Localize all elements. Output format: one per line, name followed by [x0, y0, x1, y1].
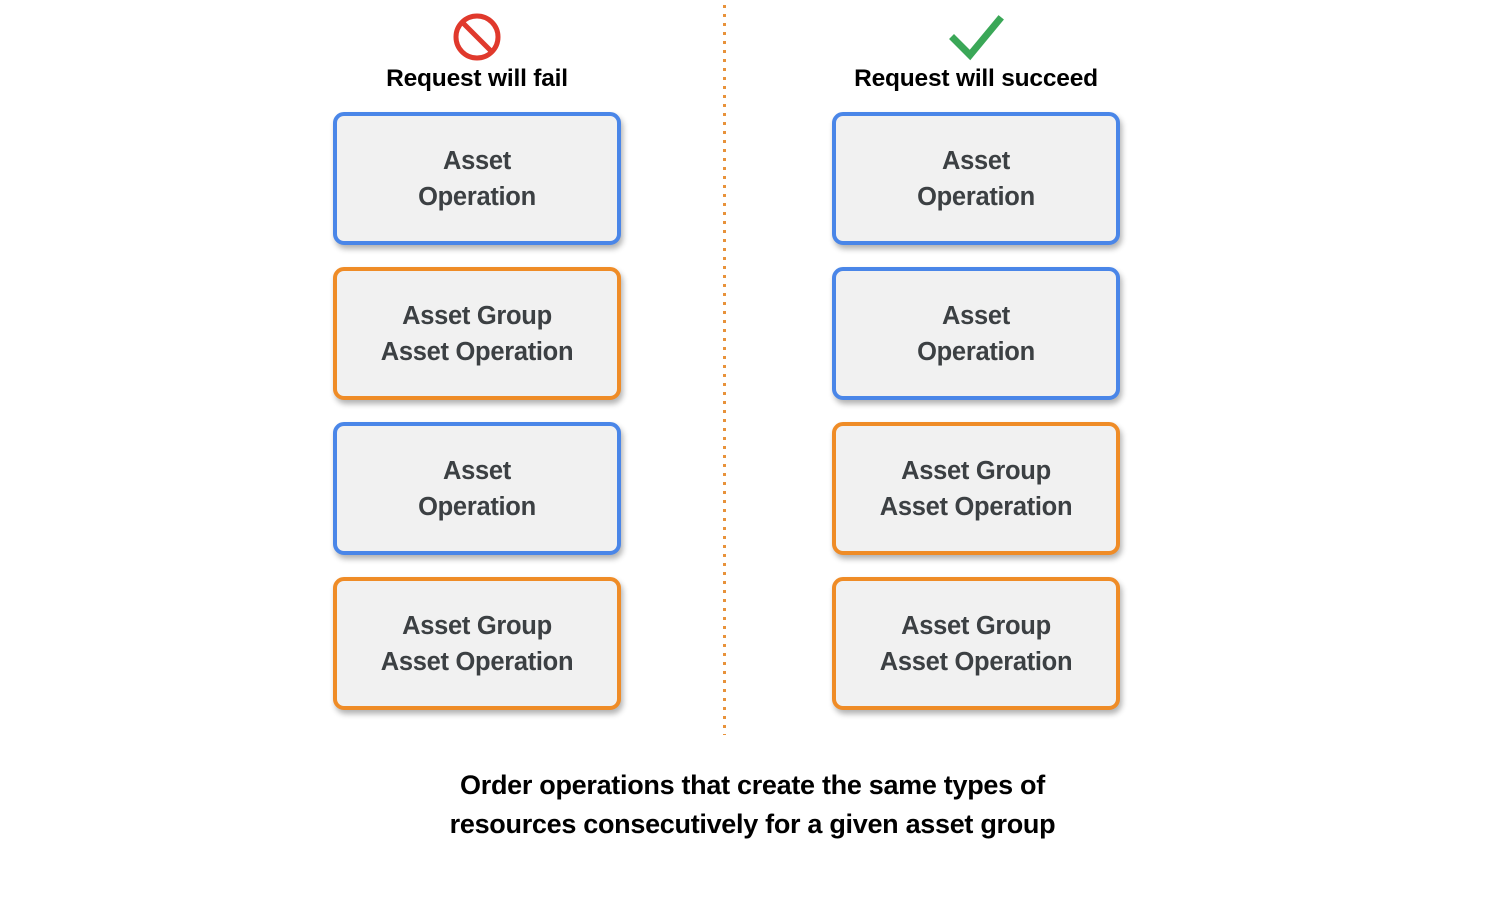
caption-line-2: resources consecutively for a given asse… — [449, 809, 1056, 839]
operation-box-asset-operation[interactable]: Asset Operation — [832, 112, 1120, 245]
operation-box-asset-group-operation[interactable]: Asset Group Asset Operation — [333, 577, 621, 710]
operation-box-line-1: Asset Group — [901, 611, 1051, 640]
operation-box-line-1: Asset — [942, 301, 1010, 330]
operation-box-asset-operation[interactable]: Asset Operation — [333, 422, 621, 555]
vertical-dotted-divider — [723, 5, 726, 735]
operation-box-line-1: Asset Group — [901, 456, 1051, 485]
column-header-label-fail: Request will fail — [386, 65, 568, 92]
operation-box-line-1: Asset Group — [402, 301, 552, 330]
operation-box-line-2: Asset Operation — [380, 337, 574, 366]
operation-box-line-1: Asset — [942, 146, 1010, 175]
diagram-caption: Order operations that create the same ty… — [0, 766, 1505, 844]
operation-box-asset-operation[interactable]: Asset Operation — [832, 267, 1120, 400]
caption-line-1: Order operations that create the same ty… — [460, 770, 1045, 800]
operation-box-line-2: Asset Operation — [879, 492, 1073, 521]
operation-box-line-1: Asset — [443, 146, 511, 175]
column-header-fail: Request will fail — [327, 8, 627, 93]
column-header-succeed: Request will succeed — [826, 8, 1126, 93]
column-header-label-succeed: Request will succeed — [854, 65, 1098, 92]
operation-stack-fail: Asset Operation Asset Group Asset Operat… — [333, 112, 621, 732]
operation-box-line-2: Asset Operation — [879, 647, 1073, 676]
operation-box-line-2: Operation — [418, 492, 536, 521]
operation-box-asset-group-operation[interactable]: Asset Group Asset Operation — [832, 577, 1120, 710]
check-icon — [826, 8, 1126, 66]
operation-box-line-1: Asset Group — [402, 611, 552, 640]
operation-box-asset-group-operation[interactable]: Asset Group Asset Operation — [333, 267, 621, 400]
operation-box-asset-group-operation[interactable]: Asset Group Asset Operation — [832, 422, 1120, 555]
operation-box-line-2: Operation — [917, 337, 1035, 366]
operation-box-line-2: Asset Operation — [380, 647, 574, 676]
operation-box-line-2: Operation — [418, 182, 536, 211]
operation-box-asset-operation[interactable]: Asset Operation — [333, 112, 621, 245]
operation-stack-succeed: Asset Operation Asset Operation Asset Gr… — [832, 112, 1120, 732]
prohibition-icon — [327, 8, 627, 66]
operation-box-line-1: Asset — [443, 456, 511, 485]
operation-box-line-2: Operation — [917, 182, 1035, 211]
